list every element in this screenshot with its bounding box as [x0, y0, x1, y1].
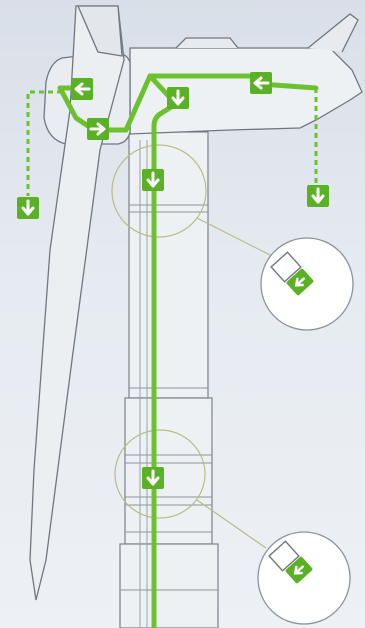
left-descent-arrow-icon	[17, 197, 39, 219]
tower-lower-section	[120, 544, 218, 628]
tower-top-arrow-icon	[142, 169, 164, 191]
lower-detail-callout	[258, 532, 350, 624]
upper-detail-callout	[261, 238, 353, 330]
nacelle-left-arrow-icon	[71, 78, 93, 100]
tower-middle-section	[125, 398, 212, 544]
nacelle-top-housing	[176, 38, 238, 48]
hub-right-arrow-icon	[87, 118, 109, 140]
tower-middle-arrow-icon	[142, 467, 164, 489]
nacelle-rear-fin	[308, 14, 358, 52]
nacelle-down-arrow-icon	[167, 87, 189, 109]
right-descent-arrow-icon	[307, 185, 329, 207]
nacelle-rear-left-arrow-icon	[250, 72, 272, 94]
tower-upper-section	[129, 132, 208, 398]
